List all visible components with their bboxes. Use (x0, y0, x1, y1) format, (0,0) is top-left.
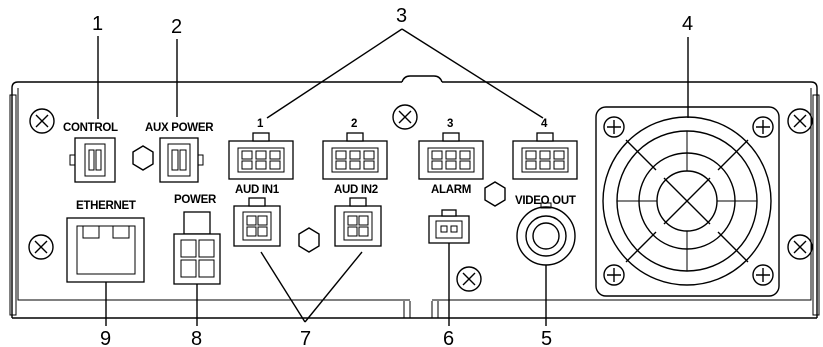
camera-4-label: 4 (541, 118, 548, 130)
camera-1-label: 1 (257, 118, 264, 130)
hex-nut-icon (298, 227, 320, 253)
aud-in1-label: AUD IN1 (235, 184, 280, 196)
aux-power-label: AUX POWER (145, 122, 214, 134)
callout-5: 5 (541, 328, 552, 347)
callout-8: 8 (191, 328, 202, 347)
control-connector (69, 137, 116, 183)
screw-bottom-left-icon (28, 234, 54, 260)
leader-lines (97, 28, 689, 326)
callout-2: 2 (171, 16, 182, 38)
alarm-label: ALARM (431, 184, 471, 196)
aud-in1-connector (233, 197, 281, 247)
aud-in2-connector (334, 197, 382, 247)
callout-6: 6 (443, 328, 454, 347)
power-label: POWER (174, 194, 217, 206)
aux-power-connector (159, 137, 204, 183)
screw-top-center-icon (392, 104, 418, 130)
callout-4: 4 (682, 13, 693, 35)
callout-9: 9 (100, 328, 111, 347)
camera-connector-4 (512, 132, 578, 180)
callout-1: 1 (92, 13, 103, 35)
panel-body (9, 75, 820, 319)
camera-connector-3 (418, 132, 484, 180)
camera-connector-2 (322, 132, 388, 180)
camera-connector-1 (228, 132, 294, 180)
ethernet-label: ETHERNET (76, 200, 136, 212)
video-out-label: VIDEO OUT (515, 195, 576, 207)
hex-nut-icon (132, 145, 154, 171)
screw-bottom-center-icon (456, 266, 482, 292)
cooling-fan-icon (595, 106, 780, 297)
video-out-bnc-connector (516, 202, 576, 266)
screw-top-left-icon (29, 108, 55, 134)
hex-nut-icon (484, 181, 506, 207)
screw-bottom-right-icon (787, 234, 813, 260)
aud-in2-label: AUD IN2 (334, 184, 378, 196)
camera-2-label: 2 (351, 118, 357, 130)
ethernet-port (66, 217, 145, 283)
control-label: CONTROL (63, 122, 118, 134)
alarm-connector (428, 209, 470, 244)
camera-3-label: 3 (447, 118, 453, 130)
callout-7: 7 (300, 328, 311, 347)
power-connector (173, 211, 221, 285)
screw-top-right-icon (787, 108, 813, 134)
callout-3: 3 (396, 5, 407, 27)
